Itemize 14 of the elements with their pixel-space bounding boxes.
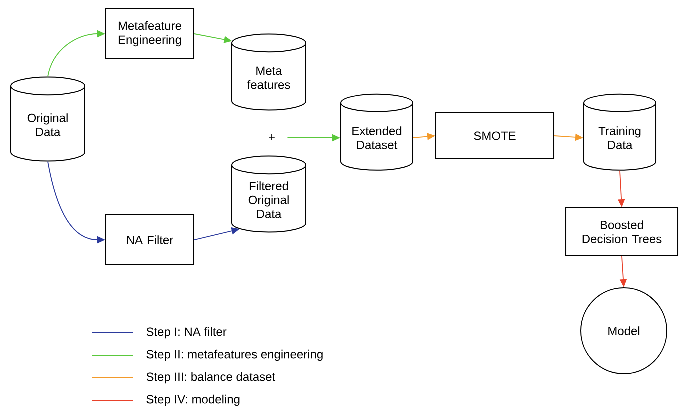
legend-text: Step IV: modeling: [146, 394, 240, 406]
plus-sign: +: [269, 134, 275, 140]
legend-text: Step III: balance dataset: [146, 372, 276, 384]
database-cylinder: Filtered Original Data: [232, 156, 306, 233]
process-box: Metafeature Engineering: [106, 8, 194, 60]
process-box: NA Filter: [106, 214, 194, 266]
process-box: SMOTE: [436, 112, 554, 160]
legend-text: Step I: NA filter: [146, 327, 227, 339]
database-cylinder: Meta features: [232, 34, 306, 111]
database-cylinder: Training Data: [584, 94, 656, 171]
database-cylinder: Original Data: [10, 76, 86, 162]
database-cylinder: Extended Dataset: [340, 94, 414, 171]
process-box: Boosted Decision Trees: [566, 208, 678, 256]
legend-text: Step II: metafeatures engineering: [146, 350, 323, 362]
